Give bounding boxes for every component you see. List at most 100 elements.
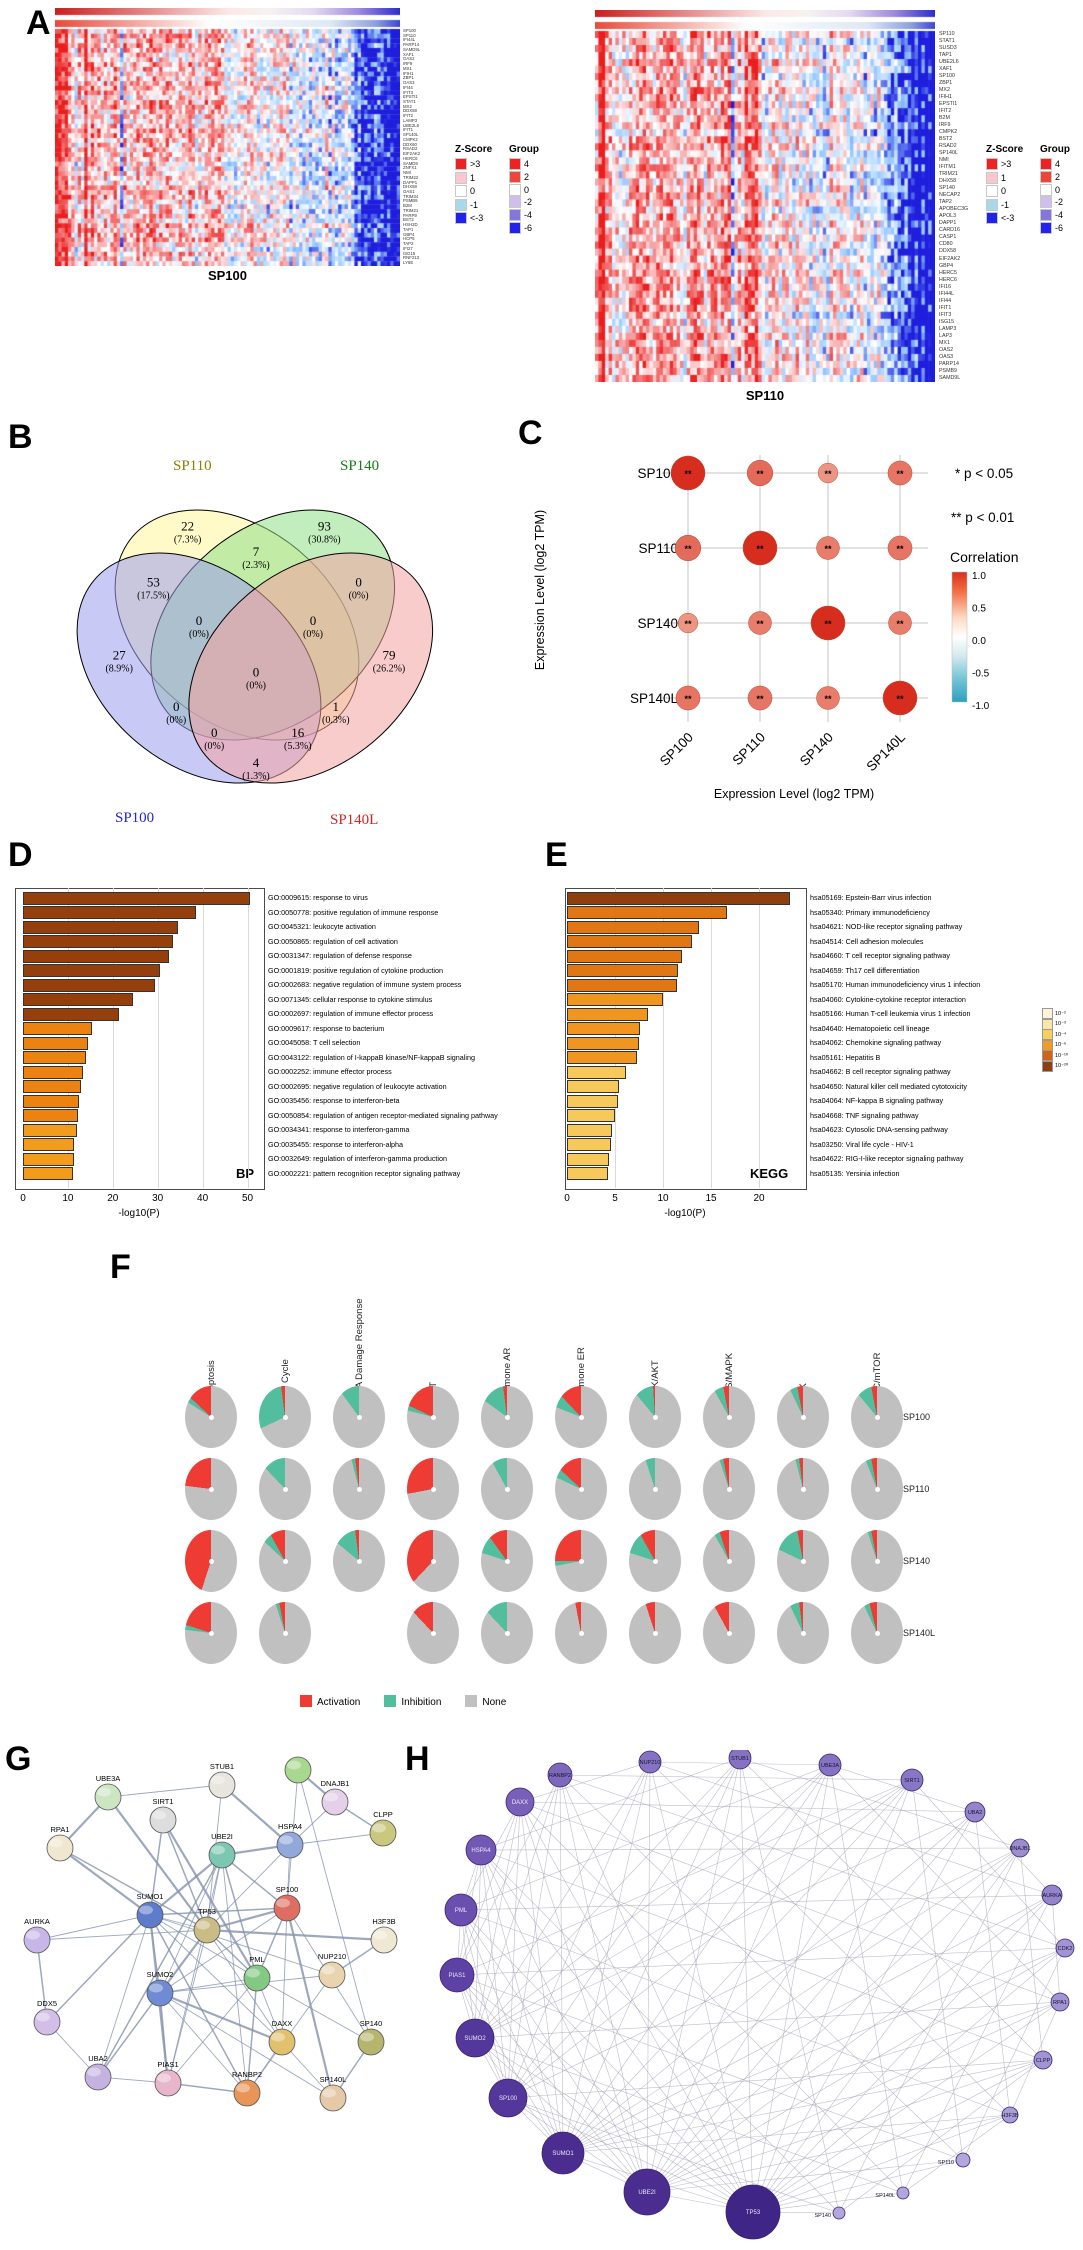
bar-label: GO:0050778: positive regulation of immun…	[268, 907, 439, 917]
gene-label: PSMB9	[939, 367, 957, 374]
corr-col-label: SP140L	[864, 729, 909, 774]
legend-item: 0	[1040, 183, 1060, 196]
gene-label: MX1	[403, 65, 412, 71]
network-edge	[474, 2037, 648, 2193]
gene-label: EIF2AK2	[403, 151, 421, 157]
node-highlight	[97, 1787, 111, 1797]
gene-label: CMPK2	[939, 129, 958, 136]
pathway-pie	[259, 1458, 311, 1520]
protein-node-label: RANBP2	[232, 2070, 262, 2079]
pathway-pie	[259, 1530, 311, 1592]
protein-node-label: HSPA4	[278, 1822, 302, 1831]
bar-label: GO:0002683: negative regulation of immun…	[268, 980, 462, 990]
network-edge	[474, 2037, 754, 2213]
protein-node-SP100	[488, 2078, 528, 2118]
ppi-network-string: UBE3ASTUB1SP110SIRT1DNAJB1CLPPRPA1UBE2IH…	[23, 1755, 398, 2112]
protein-node-UBE2I	[623, 2168, 671, 2216]
gene-label: DAPP1	[939, 220, 957, 227]
pathway-pie	[481, 1602, 533, 1664]
bar-label: GO:0002697: regulation of immune effecto…	[268, 1009, 434, 1019]
legend-swatch	[509, 222, 521, 234]
network-edge	[480, 1849, 840, 2214]
gene-label: CARD16	[939, 227, 960, 234]
pathway-pie	[407, 1530, 459, 1592]
network-edge	[752, 2159, 964, 2213]
network-edge	[474, 1811, 976, 2039]
protein-node-label: UBA2	[88, 2054, 108, 2063]
protein-node-RANBP2	[547, 1762, 573, 1788]
network-edge	[460, 1909, 1011, 2116]
pvalue-legend-swatch	[1042, 1050, 1053, 1061]
legend-label: -1	[1001, 199, 1010, 210]
network-edge	[159, 1854, 223, 1994]
legend-swatch	[1040, 170, 1052, 183]
network-edge	[519, 1801, 564, 2154]
corr-dot	[816, 686, 840, 710]
bar-label: hsa04060: Cytokine-cytokine receptor int…	[810, 994, 966, 1004]
network-edge	[246, 1977, 258, 2094]
protein-node-PML	[444, 1893, 478, 1927]
network-edge	[97, 1914, 151, 2078]
network-edge	[36, 1914, 151, 1941]
gene-label: HERC6	[939, 276, 957, 283]
protein-node-label: DAXX	[512, 1800, 528, 1806]
pathway-pie	[555, 1530, 607, 1592]
protein-node-label: AURKA	[1043, 1893, 1062, 1899]
pathway-row-label: SP140L	[903, 1628, 936, 1638]
network-edge	[646, 1811, 976, 2193]
gene-label: XAF1	[939, 66, 953, 73]
gene-label: OAS2	[939, 346, 954, 353]
kegg-tag: KEGG	[750, 1166, 789, 1181]
gene-label: OAS3	[939, 353, 954, 360]
bar-label: hsa04660: T cell receptor signaling path…	[810, 951, 950, 961]
legend-label: 4	[524, 159, 530, 169]
bar	[567, 1123, 613, 1137]
network-edge	[159, 1907, 288, 1994]
protein-node-label: SUMO1	[552, 2151, 574, 2157]
corr-dot	[746, 459, 774, 487]
pathway-pie	[629, 1530, 681, 1592]
pvalue-legend-swatch	[1042, 1029, 1053, 1040]
venn-region-value: 7	[253, 544, 260, 559]
venn-region-value: 53	[147, 574, 160, 589]
protein-node-label: SP140	[814, 2213, 831, 2219]
bar	[23, 1036, 88, 1050]
pathway-pie	[777, 1386, 829, 1448]
node-highlight	[324, 1792, 338, 1802]
venn-region-pct: (0.3%)	[322, 715, 350, 726]
bar-label: hsa04621: NOD-like receptor signaling pa…	[810, 922, 963, 932]
corr-sig: **	[756, 619, 764, 629]
gridline	[663, 888, 664, 1188]
bar	[23, 1094, 79, 1108]
protein-node-SUMO2	[146, 1979, 174, 2007]
pie-center-dot	[208, 1414, 214, 1420]
network-edge	[507, 1761, 651, 2099]
corr-sig: **	[684, 469, 692, 479]
protein-node-HSPA4	[276, 1831, 304, 1859]
panel-e-label: E	[545, 836, 568, 874]
pie-center-dot	[504, 1630, 510, 1636]
pathway-pie	[333, 1530, 385, 1592]
network-edge	[162, 1819, 258, 1979]
gene-label: CD80	[939, 241, 953, 248]
pie-center-dot	[282, 1630, 288, 1636]
pathway-pie	[629, 1386, 681, 1448]
protein-node-SP110	[955, 2152, 971, 2168]
node-highlight	[373, 1930, 387, 1940]
pie-center-dot	[652, 1558, 658, 1564]
protein-node-label: AURKA	[24, 1917, 50, 1926]
pie-center-dot	[430, 1558, 436, 1564]
bar	[567, 920, 699, 934]
network-edge	[838, 1847, 1021, 2214]
node-highlight	[246, 1968, 260, 1978]
pathway-pie	[703, 1602, 755, 1664]
legend-swatch	[455, 171, 467, 184]
node-highlight	[321, 1965, 335, 1975]
network-edge	[974, 1811, 1011, 2116]
network-edge	[206, 1928, 385, 1942]
bar-label: GO:0045058: T cell selection	[268, 1038, 361, 1048]
venn-region-value: 27	[113, 647, 127, 662]
